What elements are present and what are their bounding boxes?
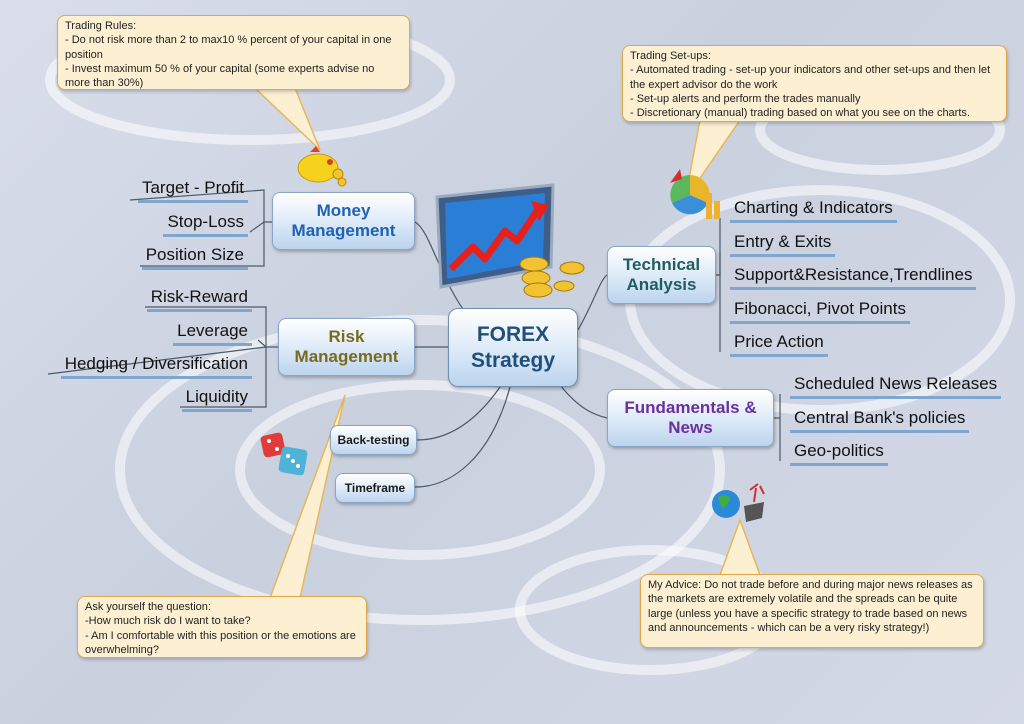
- branch-money-line-2: Management: [291, 221, 396, 240]
- leaf-price-action[interactable]: Price Action: [730, 332, 828, 357]
- note-trading-rules-line-2: - Invest maximum 50 % of your capital (s…: [65, 62, 375, 90]
- note-trading-setups-line-3: - Discretionary (manual) trading based o…: [630, 107, 970, 120]
- leaf-scheduled-news-releases[interactable]: Scheduled News Releases: [790, 374, 1002, 399]
- leaf-hedging-diversification[interactable]: Hedging / Diversification: [60, 354, 252, 379]
- note-ask-yourself: Ask yourself the question: -How much ris…: [77, 596, 367, 658]
- globe-icon: [712, 483, 765, 522]
- note-trading-rules: Trading Rules: - Do not risk more than 2…: [57, 15, 410, 90]
- note-my-advice: My Advice: Do not trade before and durin…: [640, 574, 984, 648]
- note-trading-rules-line-1: - Do not risk more than 2 to max10 % per…: [65, 34, 392, 61]
- leaf-risk-reward[interactable]: Risk-Reward: [146, 287, 252, 312]
- leaf-entry-exits[interactable]: Entry & Exits: [730, 232, 836, 257]
- leaf-leverage[interactable]: Leverage: [173, 321, 252, 346]
- branch-fundamentals-news[interactable]: Fundamentals & News: [607, 389, 774, 447]
- note-trading-rules-title: Trading Rules:: [65, 20, 137, 32]
- leaf-support-resistance-trendlines[interactable]: Support&Resistance,Trendlines: [730, 265, 977, 290]
- note-trading-setups-line-1: - Automated trading - set-up your indica…: [630, 64, 991, 91]
- gold-coins-icon: [519, 256, 585, 298]
- pie-chart-icon: [670, 169, 720, 219]
- branch-technical-line-1: Technical: [622, 254, 701, 274]
- branch-risk-line-1: Risk: [328, 326, 365, 346]
- leaf-target-profit[interactable]: Target - Profit: [137, 178, 248, 203]
- dice-icon: [260, 432, 308, 476]
- note-trading-setups: Trading Set-ups: - Automated trading - s…: [622, 45, 1007, 122]
- leaf-central-bank-policies[interactable]: Central Bank's policies: [790, 408, 970, 433]
- branch-risk-management[interactable]: Risk Management: [278, 318, 415, 376]
- note-trading-setups-title: Trading Set-ups:: [630, 50, 711, 62]
- note-ask-yourself-line-2: - Am I comfortable with this position or…: [85, 629, 356, 656]
- branch-back-testing[interactable]: Back-testing: [330, 425, 417, 455]
- branch-fundamentals-line-1: Fundamentals &: [624, 397, 757, 417]
- central-topic-forex-strategy[interactable]: FOREX Strategy: [448, 308, 578, 387]
- branch-back-testing-label: Back-testing: [337, 432, 410, 447]
- note-trading-setups-line-2: - Set-up alerts and perform the trades m…: [630, 92, 861, 105]
- branch-timeframe-label: Timeframe: [344, 480, 406, 495]
- leaf-geo-politics[interactable]: Geo-politics: [790, 441, 888, 466]
- background-swirls: [45, 15, 1015, 675]
- branch-timeframe[interactable]: Timeframe: [335, 473, 415, 503]
- leaf-position-size[interactable]: Position Size: [141, 245, 248, 270]
- central-topic-line-1: FOREX: [476, 323, 550, 347]
- branch-risk-line-2: Management: [294, 347, 399, 366]
- leaf-liquidity[interactable]: Liquidity: [181, 387, 252, 412]
- note-my-advice-text: My Advice: Do not trade before and durin…: [648, 579, 973, 634]
- leaf-fibonacci-pivot-points[interactable]: Fibonacci, Pivot Points: [730, 299, 910, 324]
- leaf-stop-loss[interactable]: Stop-Loss: [163, 212, 248, 237]
- central-topic-line-2: Strategy: [470, 348, 556, 372]
- branch-connectors: [47, 189, 781, 488]
- piggy-bank-icon: [297, 146, 347, 187]
- branch-technical-analysis[interactable]: Technical Analysis: [607, 246, 716, 304]
- note-ask-yourself-line-1: -How much risk do I want to take?: [85, 615, 251, 628]
- branch-technical-line-2: Analysis: [626, 275, 697, 294]
- branch-fundamentals-line-2: News: [668, 418, 713, 437]
- leaf-charting-indicators[interactable]: Charting & Indicators: [730, 198, 897, 223]
- note-ask-yourself-title: Ask yourself the question:: [85, 601, 211, 613]
- branch-money-management[interactable]: Money Management: [272, 192, 415, 250]
- branch-money-line-1: Money: [316, 200, 371, 220]
